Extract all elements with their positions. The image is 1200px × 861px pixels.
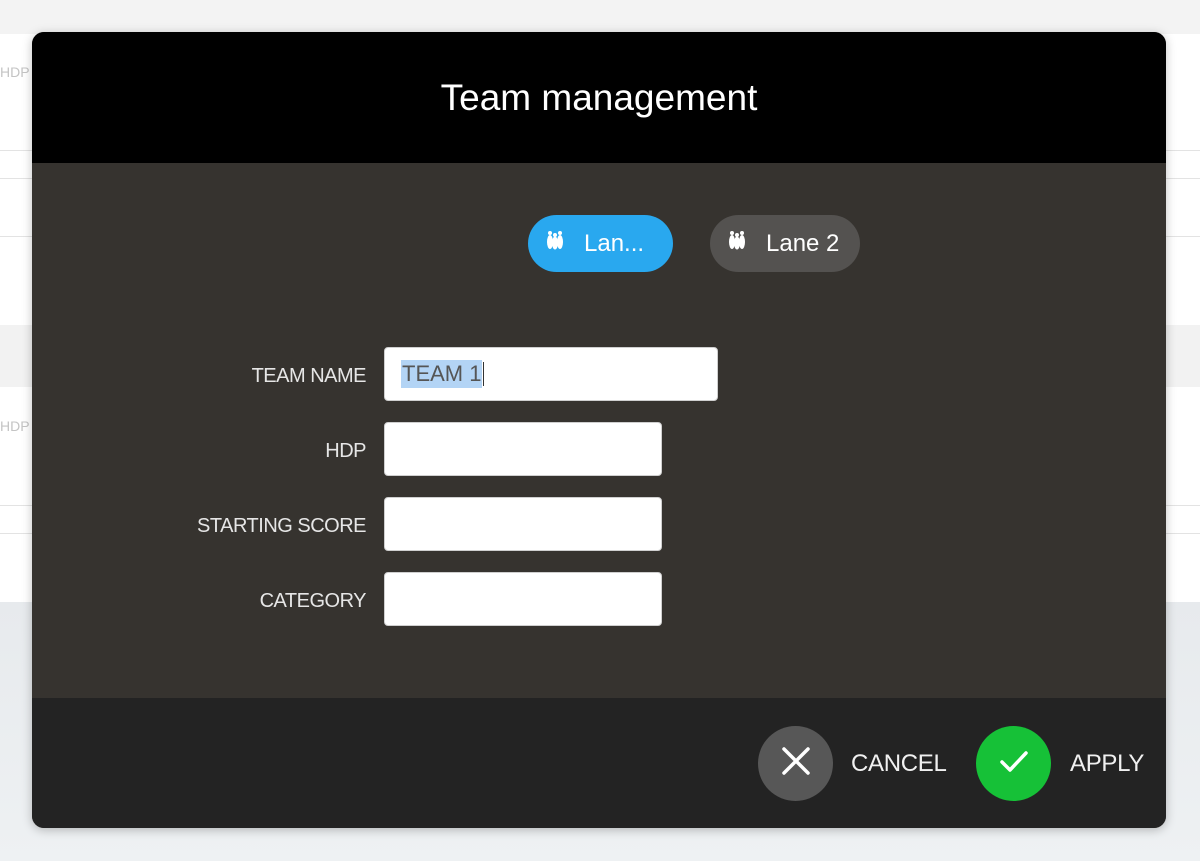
dialog-title: Team management bbox=[440, 76, 758, 118]
category-input[interactable] bbox=[384, 572, 662, 626]
lane-2-label: Lane 2 bbox=[766, 229, 840, 257]
hdp-label: HDP bbox=[325, 440, 366, 462]
category-label: CATEGORY bbox=[259, 590, 367, 612]
team-name-input[interactable]: TEAM 1 bbox=[384, 347, 718, 401]
apply-label[interactable]: APPLY bbox=[1070, 750, 1145, 777]
cancel-label[interactable]: CANCEL bbox=[851, 750, 947, 777]
background-hdp-label: HDP bbox=[0, 418, 30, 434]
lane-1-label: Lan... bbox=[584, 229, 645, 257]
dialog-footer: CANCEL APPLY bbox=[32, 698, 1166, 828]
starting-score-label: STARTING SCORE bbox=[197, 515, 366, 537]
hdp-input[interactable] bbox=[384, 422, 662, 476]
bowling-pins-icon bbox=[726, 229, 748, 258]
team-name-label: TEAM NAME bbox=[251, 365, 367, 387]
team-management-dialog: Team management Lan... Lane bbox=[32, 32, 1166, 828]
team-name-value: TEAM 1 bbox=[401, 360, 483, 388]
dialog-header: Team management bbox=[32, 32, 1166, 163]
background-hdp-label: HDP bbox=[0, 64, 30, 80]
apply-button[interactable] bbox=[976, 726, 1051, 801]
close-icon bbox=[779, 744, 813, 783]
cancel-button[interactable] bbox=[758, 726, 833, 801]
background-top-bar bbox=[0, 0, 1200, 34]
text-caret bbox=[483, 362, 485, 386]
lane-2-tab[interactable]: Lane 2 bbox=[710, 215, 860, 272]
lane-1-tab[interactable]: Lan... bbox=[528, 215, 673, 272]
checkmark-icon bbox=[997, 744, 1031, 783]
bowling-pins-icon bbox=[544, 229, 566, 258]
starting-score-input[interactable] bbox=[384, 497, 662, 551]
